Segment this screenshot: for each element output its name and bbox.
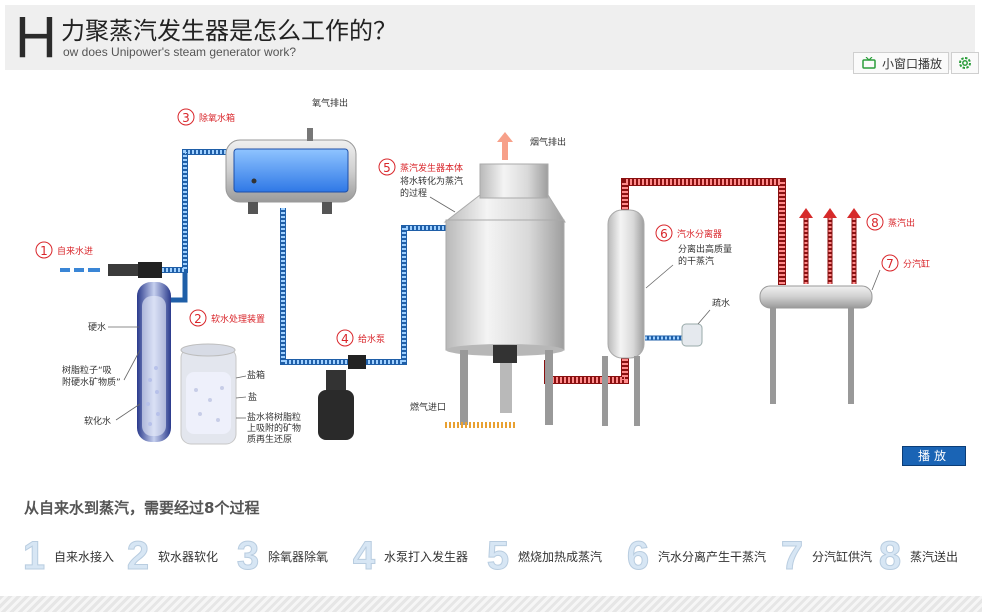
- step-label: 水泵打入发生器: [384, 549, 469, 564]
- label-brine-tank: 盐箱: [247, 369, 265, 381]
- label-salt: 盐: [248, 391, 257, 403]
- step-number: 7: [780, 534, 804, 579]
- svg-text:给水泵: 给水泵: [358, 333, 385, 345]
- label-resin-2: 附硬水矿物质”: [62, 376, 121, 388]
- step-1[interactable]: 1 自来水接入: [18, 534, 115, 579]
- callout-6: 6 汽水分离器: [655, 224, 722, 242]
- svg-text:自来水进: 自来水进: [57, 245, 93, 257]
- svg-text:7: 7: [886, 257, 894, 271]
- label-sep-desc-1: 分离出高质量: [678, 243, 732, 255]
- step-label: 蒸汽送出: [910, 549, 959, 564]
- svg-text:5: 5: [383, 161, 391, 175]
- label-salt-desc-1: 盐水将树脂粒: [247, 411, 301, 423]
- step-number: 4: [352, 534, 376, 579]
- svg-text:6: 6: [660, 227, 668, 241]
- callout-5: 5 蒸汽发生器本体: [378, 158, 463, 176]
- callout-2: 2 软水处理装置: [189, 309, 265, 327]
- summary-text: 从自来水到蒸汽，需要经过8个过程: [24, 499, 260, 517]
- label-flue-out: 烟气排出: [530, 136, 566, 148]
- label-soft-water: 软化水: [84, 415, 111, 427]
- label-hard-water: 硬水: [88, 321, 106, 333]
- header-bar: H 力聚蒸汽发生器是怎么工作的？ ow does Unipower's stea…: [5, 5, 975, 70]
- page-title: 力聚蒸汽发生器是怎么工作的？: [61, 17, 397, 45]
- step-8[interactable]: 8 蒸汽送出: [874, 534, 959, 579]
- page-subtitle: ow does Unipower's steam generator work?: [63, 45, 297, 59]
- step-number: 6: [626, 534, 650, 579]
- callout-8: 8 蒸汽出: [866, 213, 915, 231]
- svg-text:除氧水箱: 除氧水箱: [199, 112, 235, 124]
- svg-text:2: 2: [194, 312, 202, 326]
- play-button[interactable]: 播放: [902, 446, 966, 466]
- label-oxygen-out: 氧气排出: [312, 97, 348, 109]
- label-salt-desc-3: 质再生还原: [247, 433, 292, 445]
- step-list: 1 自来水接入 2 软水器软化 3 除氧器除氧 4 水泵打入发生器 5 燃烧加热…: [18, 534, 980, 579]
- step-label: 除氧器除氧: [268, 549, 329, 564]
- settings-button[interactable]: [951, 52, 979, 74]
- svg-text:蒸汽发生器本体: 蒸汽发生器本体: [400, 162, 463, 174]
- step-number: 3: [236, 534, 260, 579]
- step-2[interactable]: 2 软水器软化: [122, 534, 219, 579]
- step-number: 5: [486, 534, 510, 579]
- label-salt-desc-2: 上吸附的矿物: [247, 422, 301, 434]
- svg-text:汽水分离器: 汽水分离器: [677, 228, 722, 240]
- step-label: 燃烧加热成蒸汽: [518, 549, 603, 564]
- svg-text:蒸汽出: 蒸汽出: [888, 217, 915, 229]
- process-diagram: 1 自来水进 2 软水处理装置 3 除氧水箱 4 给水泵 5 蒸汽发生器本体 6…: [35, 97, 930, 445]
- label-body-desc-1: 将水转化为蒸汽: [400, 175, 463, 187]
- step-label: 汽水分离产生干蒸汽: [658, 549, 767, 564]
- step-number: 1: [22, 534, 46, 579]
- callout-7: 7 分汽缸: [881, 254, 930, 272]
- pip-play-button[interactable]: 小窗口播放: [853, 52, 949, 74]
- callout-3: 3 除氧水箱: [177, 108, 235, 126]
- header-letter: H: [15, 5, 57, 70]
- step-5[interactable]: 5 燃烧加热成蒸汽: [482, 534, 603, 579]
- label-sep-desc-2: 的干蒸汽: [678, 255, 714, 267]
- svg-text:8: 8: [871, 216, 879, 230]
- step-number: 2: [126, 534, 150, 579]
- step-label: 自来水接入: [54, 549, 115, 564]
- step-label: 软水器软化: [158, 549, 219, 564]
- svg-text:3: 3: [182, 111, 190, 125]
- step-3[interactable]: 3 除氧器除氧: [232, 534, 329, 579]
- svg-text:4: 4: [341, 332, 349, 346]
- step-4[interactable]: 4 水泵打入发生器: [348, 534, 469, 579]
- step-number: 8: [878, 534, 902, 579]
- svg-text:软水处理装置: 软水处理装置: [211, 313, 265, 325]
- step-6[interactable]: 6 汽水分离产生干蒸汽: [622, 534, 767, 579]
- tv-icon: [862, 57, 876, 69]
- footer-pattern: [0, 596, 982, 612]
- callout-4: 4 给水泵: [336, 329, 385, 347]
- svg-text:分汽缸: 分汽缸: [903, 258, 930, 270]
- gear-icon: [959, 57, 971, 69]
- pip-play-label: 小窗口播放: [882, 56, 943, 71]
- label-body-desc-2: 的过程: [400, 187, 427, 199]
- step-7[interactable]: 7 分汽缸供汽: [776, 534, 873, 579]
- label-drain: 疏水: [712, 297, 730, 309]
- callout-1: 1 自来水进: [35, 241, 93, 259]
- step-label: 分汽缸供汽: [812, 549, 873, 564]
- label-resin-1: 树脂粒子“吸: [62, 364, 112, 376]
- label-gas-in: 燃气进口: [410, 401, 446, 413]
- svg-text:1: 1: [40, 244, 48, 258]
